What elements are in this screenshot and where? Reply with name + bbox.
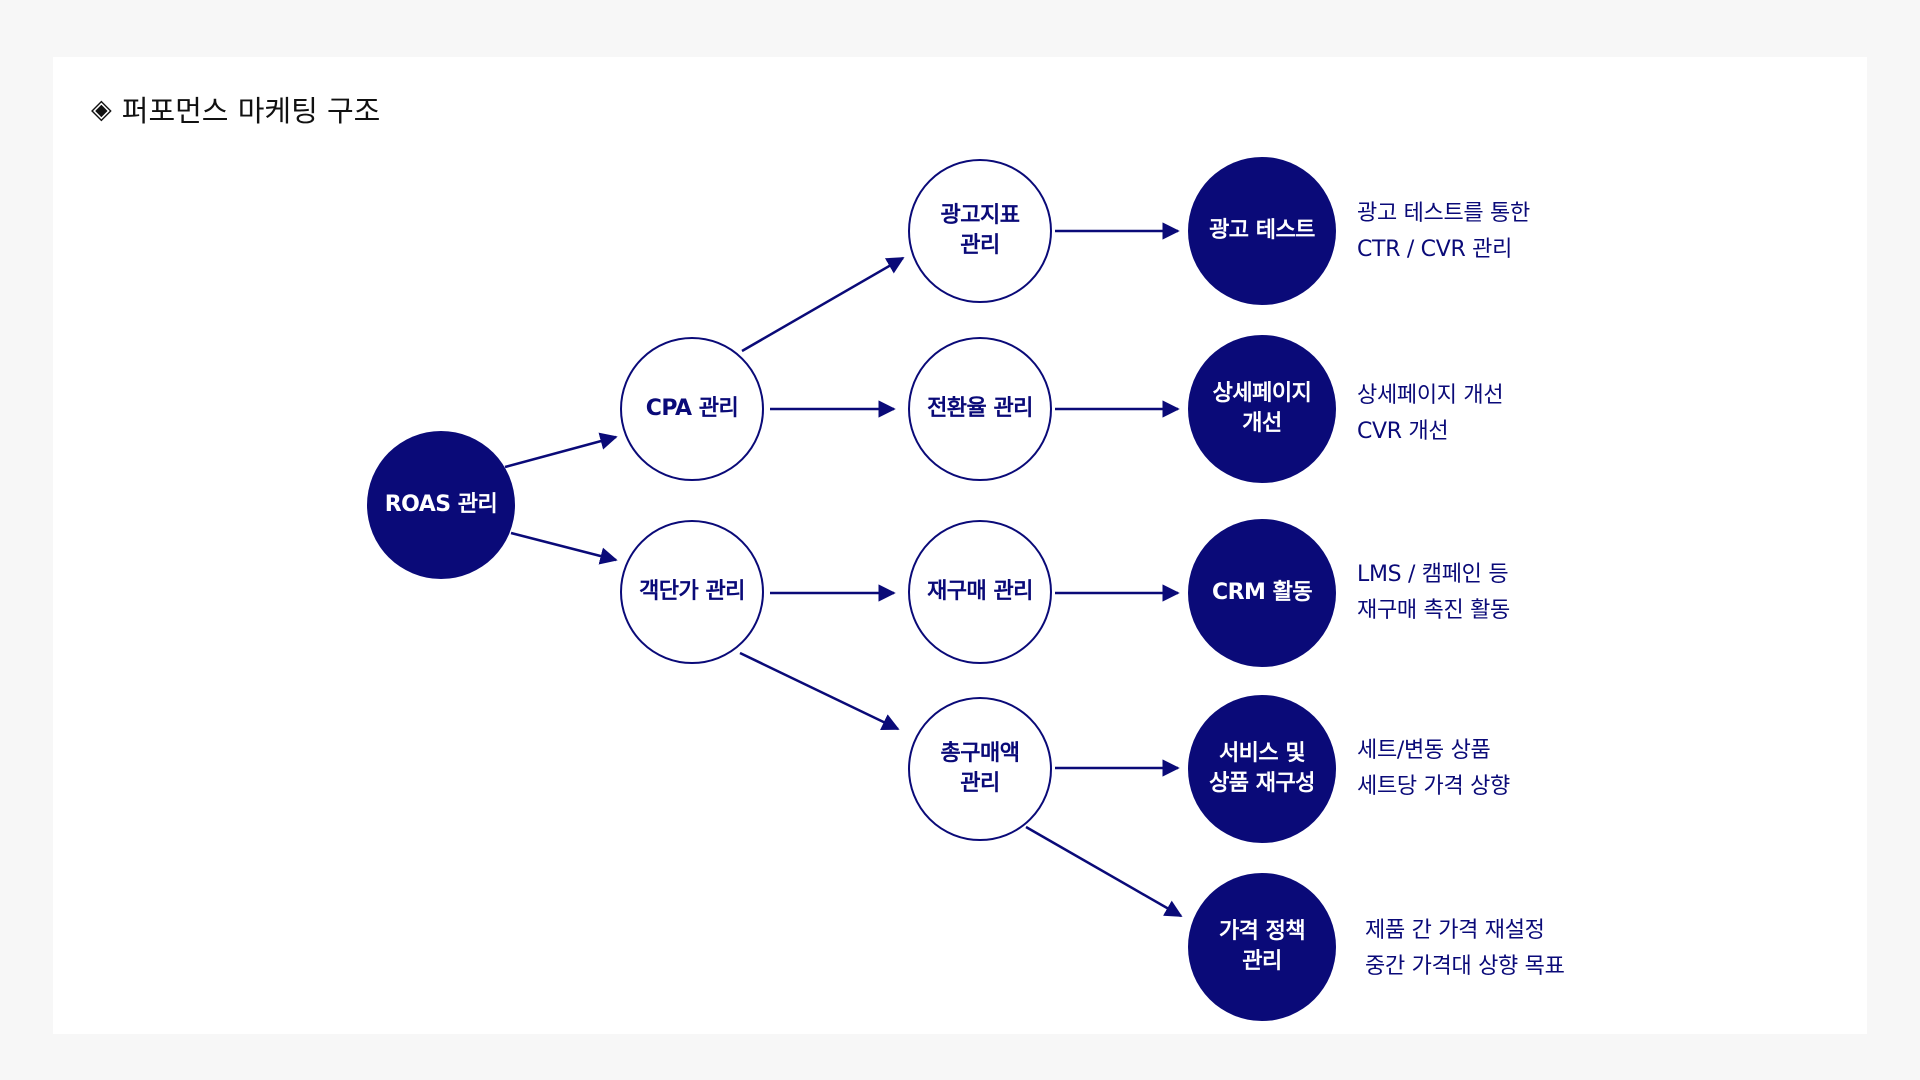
desc-detail-page: 상세페이지 개선 CVR 개선 <box>1357 378 1504 450</box>
node-cpa: CPA 관리 <box>620 337 764 481</box>
page-title: ◈ 퍼포먼스 마케팅 구조 <box>91 88 380 130</box>
node-ad-test: 광고 테스트 <box>1188 157 1336 305</box>
desc-crm-line-1: LMS / 캠페인 등 <box>1357 562 1509 587</box>
node-conversion: 전환율 관리 <box>908 337 1052 481</box>
node-roas: ROAS 관리 <box>367 431 515 579</box>
desc-crm: LMS / 캠페인 등 재구매 촉진 활동 <box>1357 557 1510 629</box>
node-price-policy: 가격 정책 관리 <box>1188 873 1336 1021</box>
node-crm: CRM 활동 <box>1188 519 1336 667</box>
page-title-text: 퍼포먼스 마케팅 구조 <box>121 94 381 128</box>
node-service-product-label: 서비스 및 상품 재구성 <box>1209 741 1315 796</box>
arrow-roas-to-aov <box>510 531 618 565</box>
desc-ad-test-line-1: 광고 테스트를 통한 <box>1357 201 1530 226</box>
node-conversion-label: 전환율 관리 <box>927 396 1033 421</box>
node-total-sales: 총구매액 관리 <box>908 697 1052 841</box>
node-total-sales-label: 총구매액 관리 <box>940 741 1020 796</box>
desc-service-product-line-1: 세트/변동 상품 <box>1357 738 1491 763</box>
node-service-product: 서비스 및 상품 재구성 <box>1188 695 1336 843</box>
diamond-icon: ◈ <box>91 93 112 125</box>
node-roas-label: ROAS 관리 <box>384 492 498 517</box>
node-ad-metrics: 광고지표 관리 <box>908 159 1052 303</box>
desc-detail-page-line-2: CVR 개선 <box>1357 419 1449 444</box>
node-ad-test-label: 광고 테스트 <box>1209 218 1315 243</box>
node-detail-page-label: 상세페이지 개선 <box>1212 381 1312 436</box>
node-repurchase: 재구매 관리 <box>908 520 1052 664</box>
desc-price-policy: 제품 간 가격 재설정 중간 가격대 상향 목표 <box>1365 913 1565 985</box>
arrow-cpa-to-ad-metrics <box>741 256 905 353</box>
node-price-policy-label: 가격 정책 관리 <box>1218 919 1306 974</box>
arrow-roas-to-cpa <box>504 432 618 469</box>
desc-service-product: 세트/변동 상품 세트당 가격 상향 <box>1357 733 1510 805</box>
desc-detail-page-line-1: 상세페이지 개선 <box>1357 383 1504 408</box>
node-aov: 객단가 관리 <box>620 520 764 664</box>
node-aov-label: 객단가 관리 <box>639 579 745 604</box>
desc-crm-line-2: 재구매 촉진 활동 <box>1357 598 1510 623</box>
node-crm-label: CRM 활동 <box>1211 580 1313 605</box>
node-repurchase-label: 재구매 관리 <box>927 579 1033 604</box>
arrow-aov-to-total-sales <box>739 651 900 731</box>
node-ad-metrics-label: 광고지표 관리 <box>940 203 1020 258</box>
node-cpa-label: CPA 관리 <box>645 396 739 421</box>
desc-ad-test-line-2: CTR / CVR 관리 <box>1357 237 1513 262</box>
desc-price-policy-line-1: 제품 간 가격 재설정 <box>1365 918 1545 943</box>
arrow-total-sales-to-price-policy <box>1025 825 1183 918</box>
desc-ad-test: 광고 테스트를 통한 CTR / CVR 관리 <box>1357 196 1530 268</box>
desc-price-policy-line-2: 중간 가격대 상향 목표 <box>1365 954 1565 979</box>
node-detail-page: 상세페이지 개선 <box>1188 335 1336 483</box>
desc-service-product-line-2: 세트당 가격 상향 <box>1357 774 1510 799</box>
